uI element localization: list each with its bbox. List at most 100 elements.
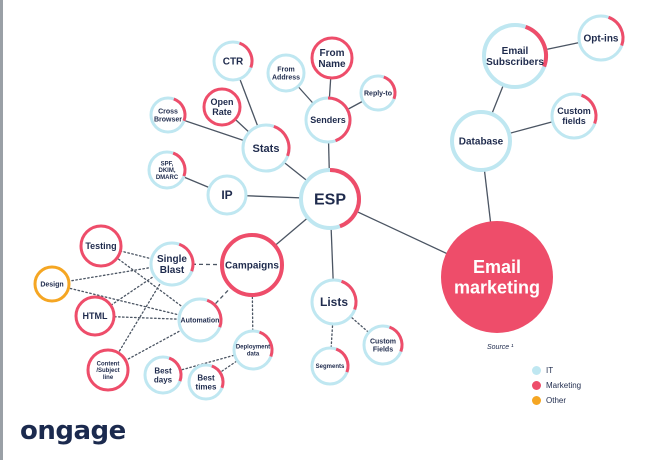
node-label: DMARC — [156, 175, 179, 181]
node-label: SPF, — [161, 161, 174, 167]
node-label: days — [154, 375, 173, 384]
legend-swatch-marketing — [532, 381, 541, 390]
node-label: Senders — [310, 115, 346, 125]
node-ip: IP — [206, 174, 248, 216]
node-marketing-arc — [178, 242, 195, 272]
node-label: Campaigns — [225, 261, 279, 272]
node-label: Single — [157, 254, 187, 265]
node-circle — [310, 36, 354, 80]
node-automation: Automation — [177, 297, 223, 343]
node-label: times — [196, 382, 217, 391]
legend-label: Other — [546, 396, 567, 405]
node-label: /Subject — [96, 368, 119, 374]
node-label: line — [103, 375, 114, 381]
node-label: CTR — [223, 57, 244, 68]
node-marketing-arc — [172, 151, 187, 177]
node-label: Segments — [316, 364, 345, 370]
node-marketing-arc — [211, 364, 225, 389]
node-label: Open — [210, 97, 233, 107]
node-label: data — [247, 351, 260, 357]
node-reply-to: Reply-to — [359, 74, 397, 112]
node-label: Best — [197, 373, 215, 382]
node-design: Design — [33, 265, 71, 303]
node-label: Best — [154, 366, 172, 375]
connector-automation-design — [51, 283, 201, 321]
legend-swatch-it — [532, 366, 541, 375]
node-label: Custom — [370, 339, 396, 346]
node-senders: Senders — [304, 96, 352, 144]
node-label: Email — [502, 46, 529, 57]
node-label: Opt-ins — [584, 34, 619, 45]
node-label: Content — [97, 361, 120, 367]
node-marketing-arc — [238, 41, 254, 69]
node-html: HTML — [74, 295, 116, 337]
node-label: Blast — [160, 265, 185, 276]
node-label: Testing — [85, 241, 116, 251]
node-marketing-arc — [206, 298, 223, 328]
node-label: Stats — [253, 143, 280, 155]
node-spf-dkim: SPF,DKIM,DMARC — [147, 150, 187, 190]
legend-label: Marketing — [546, 381, 582, 390]
node-marketing-arc — [524, 24, 548, 68]
node-label: Subscribers — [486, 57, 544, 68]
node-marketing-arc — [258, 330, 274, 358]
legend-item-marketing: Marketing — [532, 378, 581, 393]
node-esp: ESP — [299, 168, 361, 230]
connector-lists-custom-fields-lists — [333, 301, 384, 346]
node-stats: Stats — [241, 123, 291, 173]
node-label: Email — [473, 257, 521, 277]
node-marketing-arc — [335, 347, 350, 373]
node-label: Lists — [320, 295, 348, 309]
node-circle — [220, 233, 284, 297]
node-marketing-arc — [607, 15, 625, 47]
node-label: From — [320, 48, 345, 59]
node-label: Name — [318, 59, 346, 70]
node-label: IP — [221, 188, 232, 202]
node-label: HTML — [83, 311, 108, 321]
node-label: Database — [459, 137, 504, 148]
node-circle — [33, 265, 71, 303]
source-note: Source ¹ — [487, 344, 514, 351]
node-label: Deployment — [236, 345, 270, 351]
node-label: Reply-to — [364, 90, 392, 97]
node-marketing-arc — [329, 168, 361, 229]
legend-swatch-other — [532, 396, 541, 405]
node-circle — [86, 348, 130, 392]
node-circle — [74, 295, 116, 337]
node-label: Cross — [158, 109, 178, 116]
node-label: fields — [562, 116, 586, 126]
node-marketing-arc — [168, 356, 183, 382]
node-marketing-arc — [383, 75, 397, 100]
legend: IT Marketing Other — [532, 363, 581, 408]
node-marketing-arc — [273, 124, 291, 157]
legend-item-other: Other — [532, 393, 581, 408]
node-circle — [450, 110, 512, 172]
node-marketing-arc — [340, 279, 358, 311]
node-label: Browser — [154, 116, 182, 123]
node-circle — [206, 174, 248, 216]
node-label: Custom — [557, 106, 591, 116]
node-label: ESP — [314, 192, 346, 209]
legend-item-it: IT — [532, 363, 581, 378]
node-circle — [441, 221, 553, 333]
node-marketing-arc — [580, 93, 598, 125]
left-edge-bar — [0, 0, 3, 460]
node-label: From — [277, 67, 295, 74]
legend-label: IT — [546, 366, 554, 375]
node-testing: Testing — [79, 224, 123, 268]
node-label: marketing — [454, 277, 540, 297]
node-label: DKIM, — [159, 168, 176, 174]
diagram-nodes: ESPEmailmarketingStatsSendersIPCampaigns… — [33, 14, 625, 401]
ongage-logo: ongage — [20, 416, 126, 446]
node-segments: Segments — [310, 346, 350, 386]
